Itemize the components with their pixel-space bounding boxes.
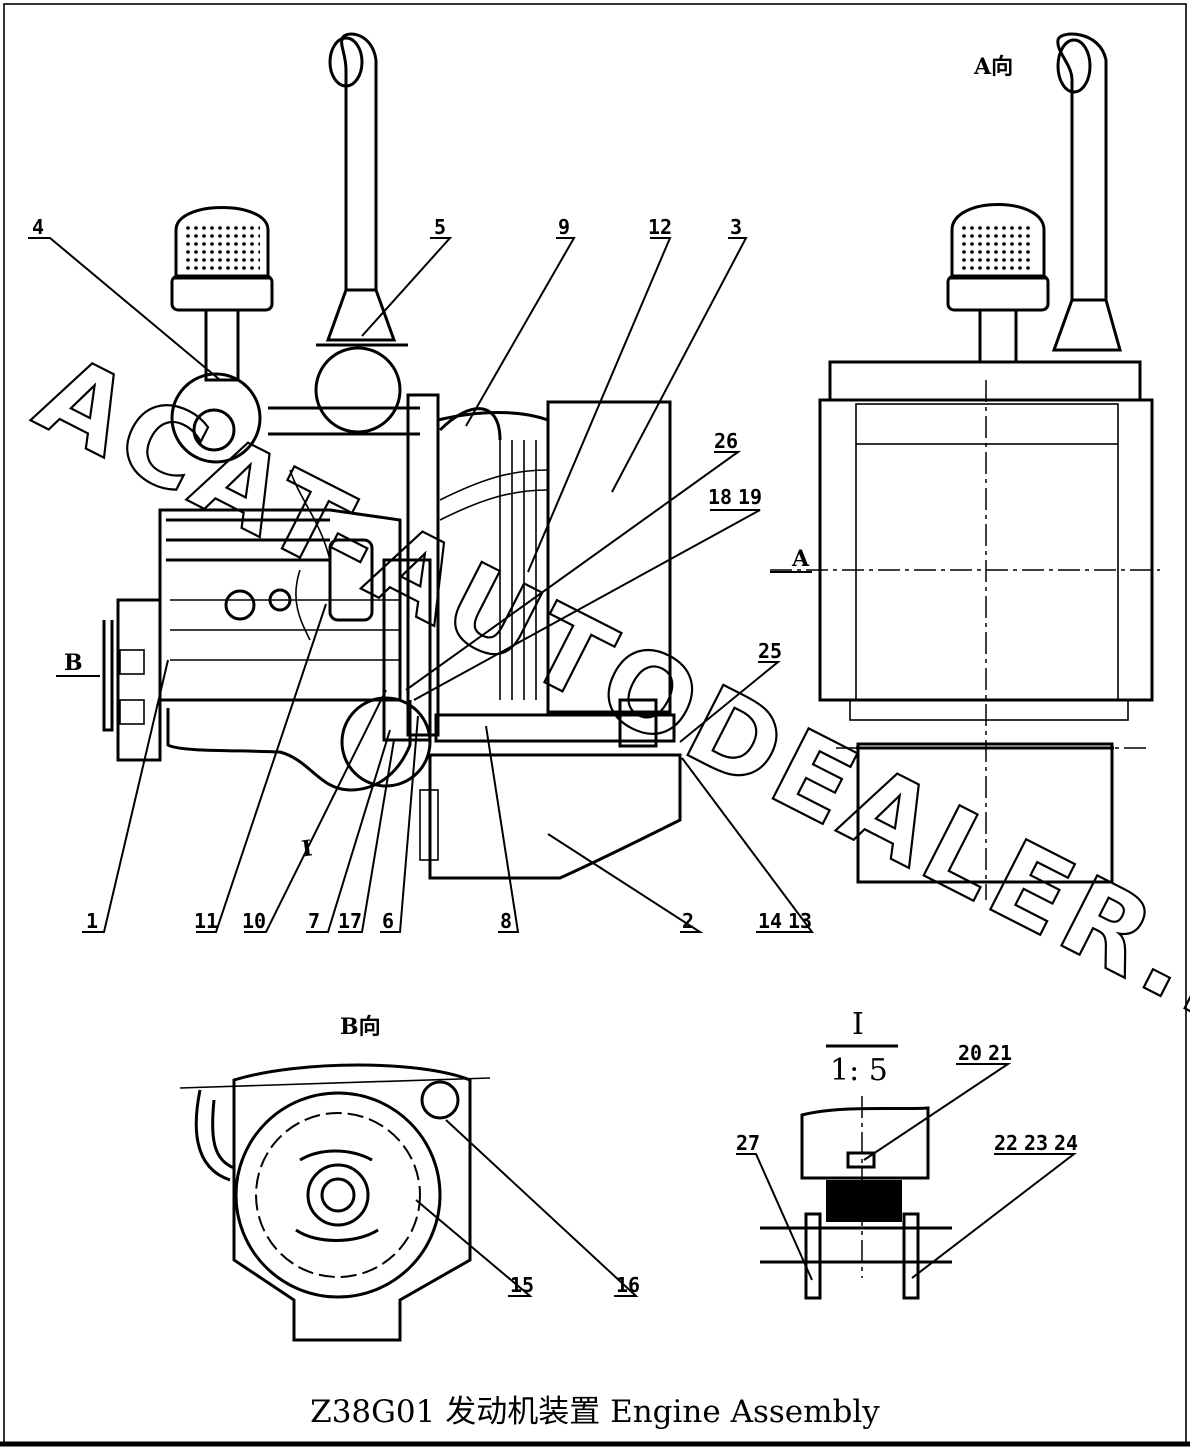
callout-2: 2 (682, 909, 694, 933)
view-a-label: A向 (973, 54, 1013, 80)
drawing-title: Z38G01 发动机装置 Engine Assembly (310, 1394, 880, 1430)
callout-23: 23 (1024, 1131, 1048, 1155)
callout-3: 3 (730, 215, 742, 239)
detail-marker-i: I (300, 835, 314, 862)
callout-14: 14 (758, 909, 782, 933)
callout-1: 1 (86, 909, 98, 933)
view-b-label: B向 (340, 1014, 381, 1040)
callout-20: 20 (958, 1041, 982, 1065)
callout-7: 7 (308, 909, 320, 933)
detail-id: I (852, 1007, 864, 1042)
section-marker-a: A (791, 546, 810, 572)
callout-19: 19 (738, 485, 762, 509)
callout-9: 9 (558, 215, 570, 239)
callout-4: 4 (32, 215, 44, 239)
callout-18: 18 (708, 485, 732, 509)
main-side-view (102, 32, 682, 880)
callout-21: 21 (988, 1041, 1012, 1065)
callout-labels: 4 5 9 12 3 26 18 19 25 1 11 10 7 17 6 8 … (32, 215, 1078, 1297)
callout-22: 22 (994, 1131, 1018, 1155)
section-marker-b: B (64, 650, 83, 676)
detail-i-drawing (760, 1044, 952, 1300)
callout-10: 10 (242, 909, 266, 933)
view-labels: A向 B向 A B I I 1: 5 (64, 54, 1013, 1088)
callout-6: 6 (382, 909, 394, 933)
callout-17: 17 (338, 909, 362, 933)
callout-11: 11 (194, 909, 218, 933)
watermark-text: ACAT-AUTODEALER.RU (18, 332, 1190, 1110)
leader-lines (28, 237, 1077, 1297)
callout-27: 27 (736, 1131, 760, 1155)
callout-13: 13 (788, 909, 812, 933)
drawing-frame (0, 3, 1190, 1447)
callout-24: 24 (1054, 1131, 1078, 1155)
callout-5: 5 (434, 215, 446, 239)
callout-8: 8 (500, 909, 512, 933)
detail-scale: 1: 5 (830, 1053, 888, 1088)
callout-16: 16 (616, 1273, 640, 1297)
callout-25: 25 (758, 639, 782, 663)
view-a-drawing (770, 32, 1160, 900)
callout-15: 15 (510, 1273, 534, 1297)
callout-26: 26 (714, 429, 738, 453)
air-filter-perforation (184, 222, 260, 272)
view-b-drawing (179, 1063, 491, 1342)
callout-12: 12 (648, 215, 672, 239)
